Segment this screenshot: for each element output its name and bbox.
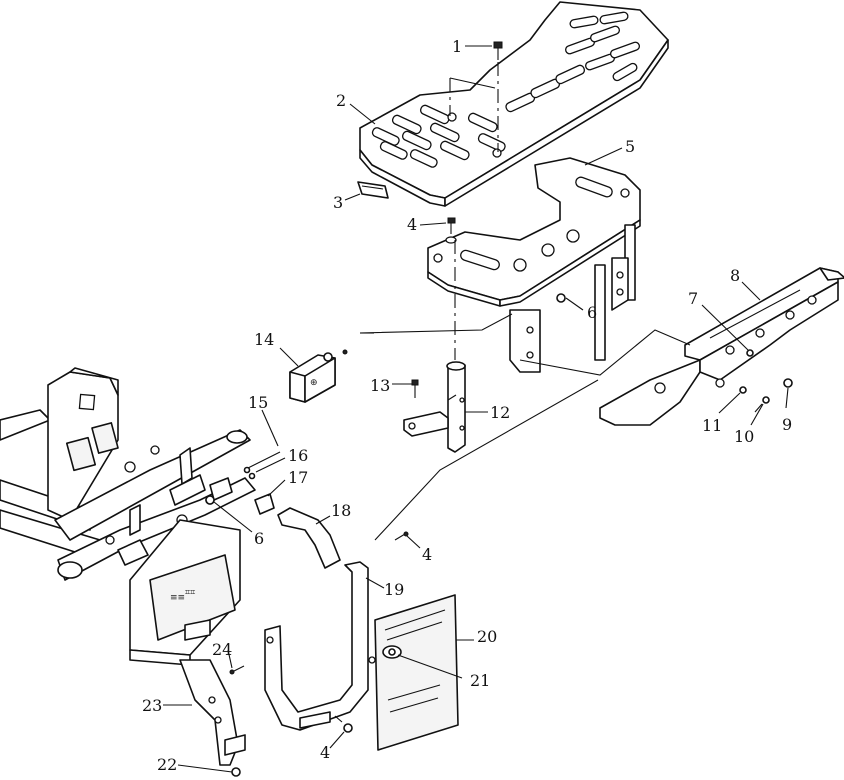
pin-part-15 — [247, 451, 281, 469]
callout-9: 9 — [782, 415, 792, 434]
nut-part-6 — [205, 495, 215, 505]
svg-text:⌗⌗: ⌗⌗ — [185, 588, 195, 598]
screw-part-7 — [746, 349, 754, 357]
callout-3: 3 — [333, 193, 343, 212]
callout-1: 1 — [452, 37, 462, 56]
callout-6b: 6 — [254, 529, 264, 548]
tray-slots — [371, 11, 640, 168]
bracket-part-23 — [179, 659, 246, 766]
alignment-line — [374, 379, 599, 541]
washer-part-11 — [739, 386, 747, 394]
callout-4: 4 — [407, 215, 417, 234]
bolt-part-4 — [445, 217, 457, 244]
leader-lines — [163, 45, 789, 773]
callout-17: 17 — [288, 468, 308, 487]
callout-21: 21 — [470, 671, 490, 690]
callout-22: 22 — [157, 755, 177, 774]
screw-part-13 — [411, 379, 419, 398]
light-housing-part-14: ⊕ — [289, 349, 348, 403]
screw-part-10 — [754, 396, 770, 413]
callout-12: 12 — [490, 403, 510, 422]
chassis-frame — [0, 367, 256, 581]
svg-text:≡≡: ≡≡ — [170, 593, 185, 603]
alignment-line — [359, 313, 513, 334]
bolt-part-22 — [231, 767, 241, 777]
callout-19: 19 — [384, 580, 404, 599]
screw-part-9 — [783, 378, 793, 388]
tube-part-18 — [277, 507, 341, 569]
bolt-part-4 — [394, 531, 409, 541]
alignment-line — [519, 329, 691, 376]
svg-text:⊕: ⊕ — [310, 378, 318, 388]
nut-part-6 — [556, 293, 566, 303]
bumper-bar-part-8 — [599, 267, 844, 426]
post-part-12 — [403, 361, 466, 453]
u-frame-part-19 — [264, 561, 376, 731]
callout-23: 23 — [142, 696, 162, 715]
bracket-plate-part-5 — [427, 157, 641, 373]
radiator-grille: ≡≡ ⌗⌗ — [129, 519, 241, 666]
callout-8: 8 — [730, 266, 740, 285]
callout-2: 2 — [336, 91, 346, 110]
callout-18: 18 — [331, 501, 351, 520]
callout-24: 24 — [212, 640, 232, 659]
callout-4b: 4 — [422, 545, 432, 564]
callout-6: 6 — [587, 303, 597, 322]
washer-part-16 — [243, 466, 256, 480]
callout-4c: 4 — [320, 743, 330, 762]
bolt-part-4 — [334, 715, 353, 733]
callout-7: 7 — [688, 289, 698, 308]
bolt-part-1 — [493, 41, 503, 60]
alignment-line — [449, 77, 496, 89]
callout-16: 16 — [288, 446, 308, 465]
washer-part-21 — [388, 648, 396, 656]
callout-15: 15 — [248, 393, 268, 412]
callout-11: 11 — [702, 416, 722, 435]
footrest-tray-part-2 — [359, 1, 669, 207]
callout-5: 5 — [625, 137, 635, 156]
callout-13: 13 — [370, 376, 390, 395]
screw-part-24 — [229, 665, 245, 675]
mud-flap-part-20 — [374, 594, 459, 751]
callout-20: 20 — [477, 627, 497, 646]
callout-14: 14 — [254, 330, 274, 349]
callout-labels: 1 2 3 4 5 6 7 8 9 10 11 12 13 14 15 16 1… — [142, 37, 792, 774]
callout-10: 10 — [734, 427, 754, 446]
reflector-part-3 — [357, 181, 389, 199]
